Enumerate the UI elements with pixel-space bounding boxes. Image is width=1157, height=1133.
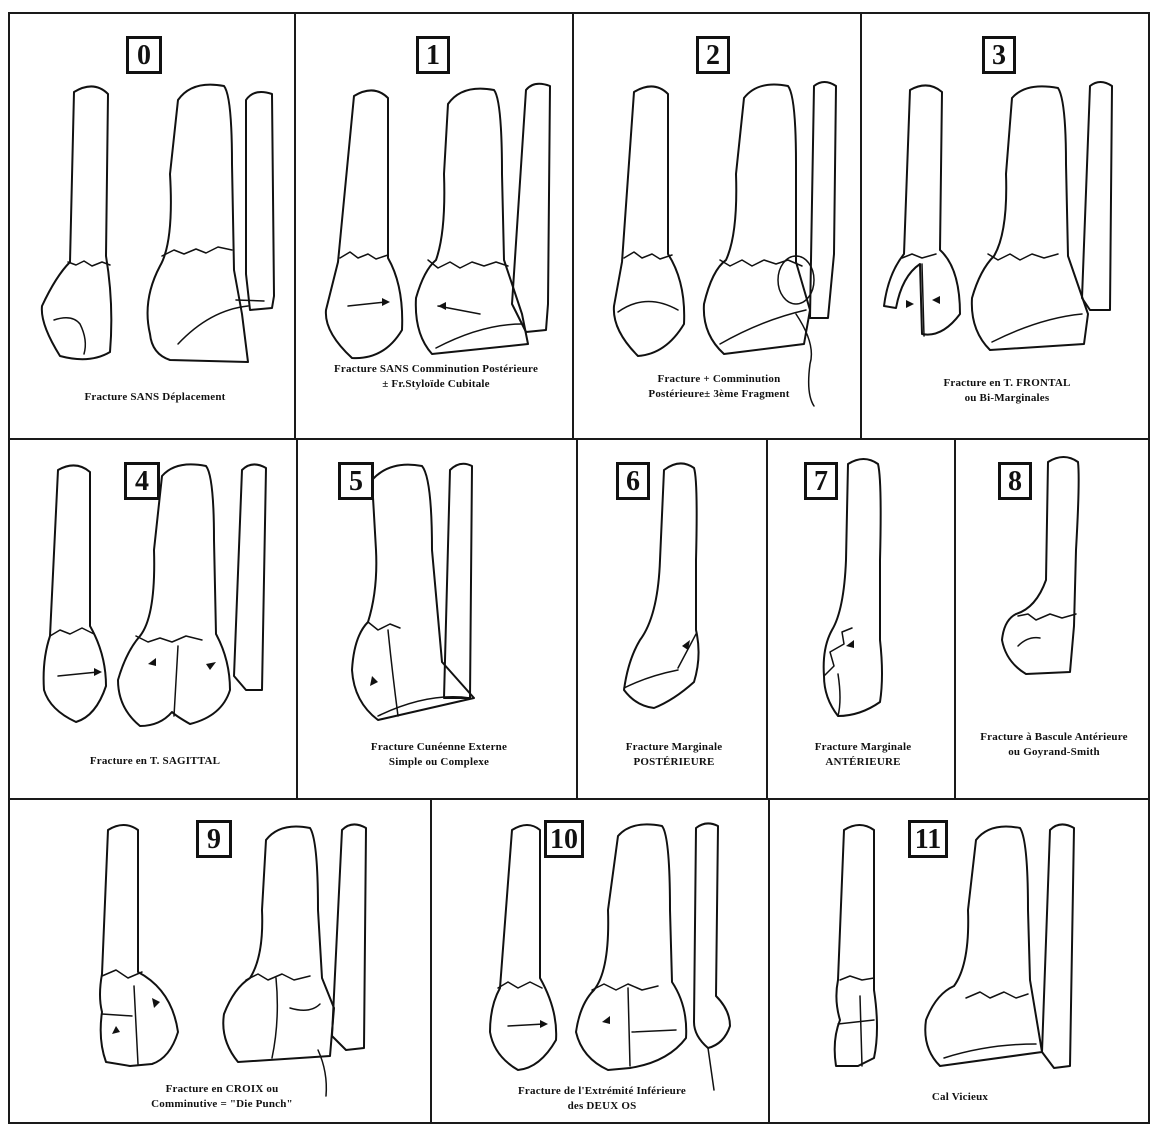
panel-number: 8 bbox=[998, 462, 1032, 500]
panel-caption: Fracture SANS Comminution Postérieure ± … bbox=[302, 362, 570, 392]
panel-caption: Fracture en T. FRONTAL ou Bi-Marginales bbox=[872, 376, 1142, 406]
panel-number: 3 bbox=[982, 36, 1016, 74]
panel-3: 3 Fracture en T. FRONTAL ou Bi-Marginale… bbox=[860, 12, 1150, 440]
panel-2: 2 Fracture + Comminution Postérieure± 3è… bbox=[572, 12, 862, 440]
panel-caption: Fracture de l'Extrémité Inférieure des D… bbox=[452, 1084, 752, 1114]
bone-drawing-0 bbox=[10, 14, 298, 442]
panel-10: 10 Fracture de l'Extrémité Inférieure de… bbox=[430, 798, 770, 1124]
panel-number: 1 bbox=[416, 36, 450, 74]
panel-caption: Cal Vicieux bbox=[830, 1090, 1090, 1105]
panel-6: 6 Fracture Marginale POSTÉRIEURE bbox=[576, 438, 768, 800]
bone-drawing-10 bbox=[432, 800, 772, 1126]
panel-caption: Fracture en T. SAGITTAL bbox=[30, 754, 280, 769]
panel-5: 5 Fracture Cunéenne Externe Simple ou Co… bbox=[296, 438, 578, 800]
panel-number: 11 bbox=[908, 820, 948, 858]
panel-number: 2 bbox=[696, 36, 730, 74]
panel-0: 0 Fracture SANS Déplacement bbox=[8, 12, 296, 440]
panel-7: 7 Fracture Marginale ANTÉRIEURE bbox=[766, 438, 956, 800]
panel-caption: Fracture Cunéenne Externe Simple ou Comp… bbox=[314, 740, 564, 770]
panel-11: 11 Cal Vicieux bbox=[768, 798, 1150, 1124]
panel-1: 1 Fracture SANS Comminution Postérieure … bbox=[294, 12, 574, 440]
panel-9: 9 Fracture en CROIX ou Comminutive = "Di… bbox=[8, 798, 432, 1124]
panel-caption: Fracture Marginale POSTÉRIEURE bbox=[584, 740, 764, 770]
panel-caption: Fracture + Comminution Postérieure± 3ème… bbox=[584, 372, 854, 402]
panel-number: 6 bbox=[616, 462, 650, 500]
panel-number: 10 bbox=[544, 820, 584, 858]
panel-caption: Fracture Marginale ANTÉRIEURE bbox=[774, 740, 952, 770]
panel-number: 7 bbox=[804, 462, 838, 500]
panel-8: 8 Fracture à Bascule Antérieure ou Goyra… bbox=[954, 438, 1150, 800]
bone-drawing-11 bbox=[770, 800, 1152, 1126]
panel-caption: Fracture SANS Déplacement bbox=[30, 390, 280, 405]
panel-number: 5 bbox=[338, 462, 374, 500]
panel-number: 4 bbox=[124, 462, 160, 500]
panel-4: 4 Fracture en T. SAGITTAL bbox=[8, 438, 298, 800]
panel-caption: Fracture en CROIX ou Comminutive = "Die … bbox=[90, 1082, 354, 1112]
panel-number: 9 bbox=[196, 820, 232, 858]
panel-number: 0 bbox=[126, 36, 162, 74]
panel-caption: Fracture à Bascule Antérieure ou Goyrand… bbox=[960, 730, 1148, 760]
